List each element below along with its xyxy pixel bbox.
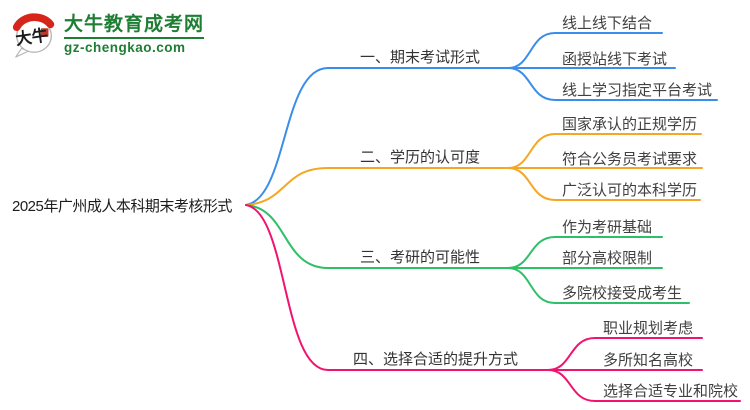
branch-3-label: 三、考研的可能性 bbox=[360, 249, 481, 266]
site-name: 大牛教育成考网 bbox=[64, 14, 205, 35]
leaf-node: 线上学习指定平台考试 bbox=[562, 82, 713, 99]
branch-2-curve bbox=[245, 167, 509, 206]
branch-4-child-1-connector bbox=[547, 337, 703, 371]
site-logo[interactable]: 大牛 大牛教育成考网 gz-chengkao.com bbox=[10, 8, 205, 58]
svg-text:大牛: 大牛 bbox=[14, 25, 49, 48]
branch-1-curve bbox=[245, 67, 509, 206]
logo-speech-bubble-icon: 大牛 bbox=[12, 13, 55, 58]
leaf-node: 多所知名高校 bbox=[603, 352, 694, 369]
leaf-node: 国家承认的正规学历 bbox=[562, 116, 698, 133]
logo-text-block: 大牛教育成考网 gz-chengkao.com bbox=[64, 8, 205, 56]
branch-3-child-1-connector bbox=[507, 236, 663, 269]
branch-4-label: 四、选择合适的提升方式 bbox=[353, 351, 519, 368]
leaf-node: 符合公务员考试要求 bbox=[562, 151, 698, 168]
branch-3-curve bbox=[245, 204, 509, 269]
branch-4-child-3-connector bbox=[547, 369, 741, 402]
leaf-node: 职业规划考虑 bbox=[603, 320, 694, 337]
branch-1-child-3-connector bbox=[507, 67, 718, 101]
leaf-node: 作为考研基础 bbox=[562, 219, 653, 236]
branch-1-label: 一、期末考试形式 bbox=[360, 49, 481, 66]
branch-1-child-1-connector bbox=[507, 32, 663, 69]
central-topic: 2025年广州成人本科期末考核形式 bbox=[12, 198, 232, 215]
branch-3-child-3-connector bbox=[507, 267, 690, 304]
branch-2-child-3-connector bbox=[507, 167, 701, 201]
leaf-node: 多院校接受成考生 bbox=[562, 285, 683, 302]
site-domain: gz-chengkao.com bbox=[64, 37, 205, 56]
leaf-node: 广泛认可的本科学历 bbox=[562, 182, 698, 199]
branch-2-child-1-connector bbox=[507, 133, 702, 169]
leaf-node: 函授站线下考试 bbox=[562, 51, 668, 68]
leaf-node: 线上线下结合 bbox=[562, 15, 653, 32]
branch-4-curve bbox=[245, 204, 549, 371]
leaf-node: 部分高校限制 bbox=[562, 250, 653, 267]
leaf-node: 选择合适专业和院校 bbox=[603, 383, 739, 400]
branch-2-label: 二、学历的认可度 bbox=[360, 149, 481, 166]
